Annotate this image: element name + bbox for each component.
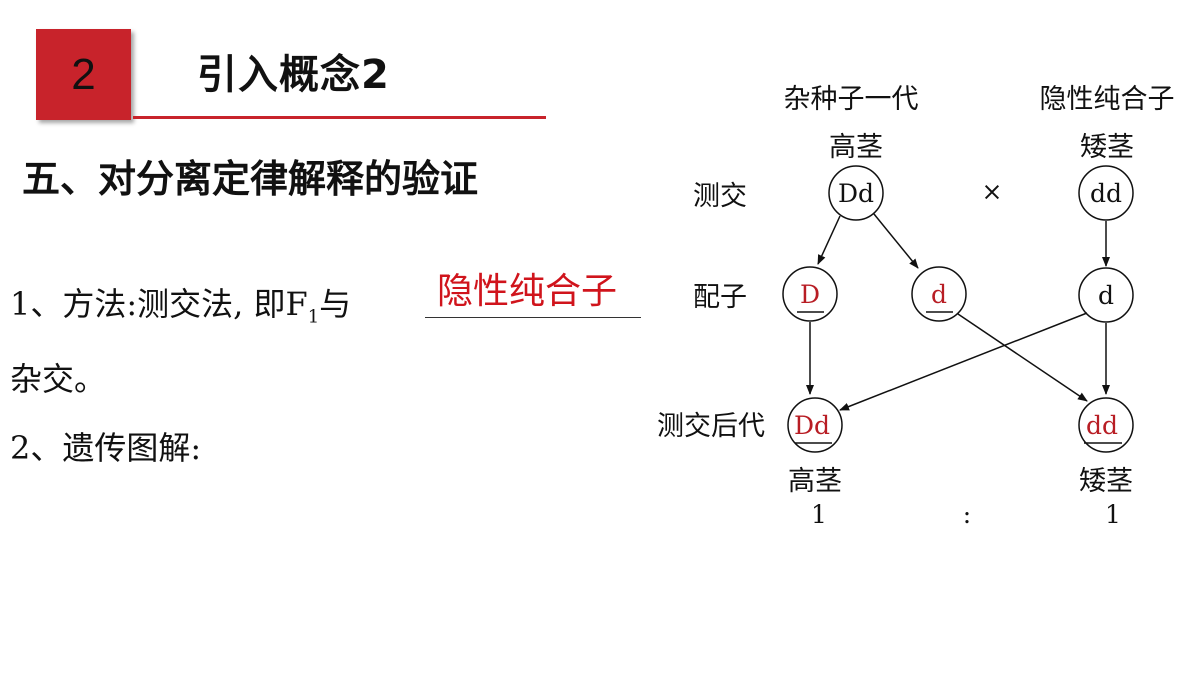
method-subscript: 1 [307,306,320,328]
parent-right-title: 隐性纯合子 [1040,84,1175,115]
gamete-d-right-circle [1078,267,1134,323]
genetic-diagram-heading: 2、遗传图解: [10,429,202,467]
arrow-parent-left-to-gamete-D [817,215,841,265]
gamete-D: D [800,280,820,309]
gamete-d-right: d [1098,281,1114,310]
ratio-right: 1 [1105,500,1121,529]
parent-left-phenotype: 高茎 [829,132,883,163]
method-suffix: 与 [319,285,352,323]
gamete-D-circle [782,266,838,322]
parent-left-genotype: Dd [838,179,874,208]
method-prefix: 1、方法:测交法, 即F [10,285,308,323]
offspring-dd: dd [1086,411,1118,440]
parent-left-title: 杂种子一代 [784,84,919,115]
answer-text: 隐性纯合子 [437,271,618,312]
offspring-Dd: Dd [794,411,830,440]
parent-left-circle [828,165,884,221]
cross-symbol: × [982,177,1003,206]
page-title: 引入概念2 [197,52,390,98]
offspring-Dd-circle [787,397,843,453]
section-number: 2 [71,49,96,99]
ratio-left: 1 [811,500,827,529]
row-label-gametes: 配子 [693,282,747,313]
parent-right-circle [1078,165,1134,221]
method-line: 1、方法:测交法, 即F1与 [10,279,351,327]
offspring-left-phenotype: 高茎 [788,466,842,497]
row-label-offspring: 测交后代 [657,411,765,442]
section-number-badge: 2 [36,29,131,120]
offspring-dd-circle [1078,397,1134,453]
answer-blank-line [425,317,641,318]
arrow-left-d-to-offspring-dd [957,313,1088,402]
gamete-d-left-circle [911,266,967,322]
row-label-testcross: 测交 [693,181,747,212]
title-underline [133,116,546,119]
arrow-parent-left-to-gamete-d [873,213,919,269]
gamete-d-left: d [931,280,947,309]
method-continuation: 杂交。 [10,360,107,398]
offspring-right-phenotype: 矮茎 [1079,466,1133,497]
parent-right-phenotype: 矮茎 [1080,132,1134,163]
section-heading: 五、对分离定律解释的验证 [22,157,479,201]
ratio-separator: : [963,500,971,529]
parent-right-genotype: dd [1090,179,1122,208]
arrow-right-d-to-offspring-Dd [839,312,1088,411]
